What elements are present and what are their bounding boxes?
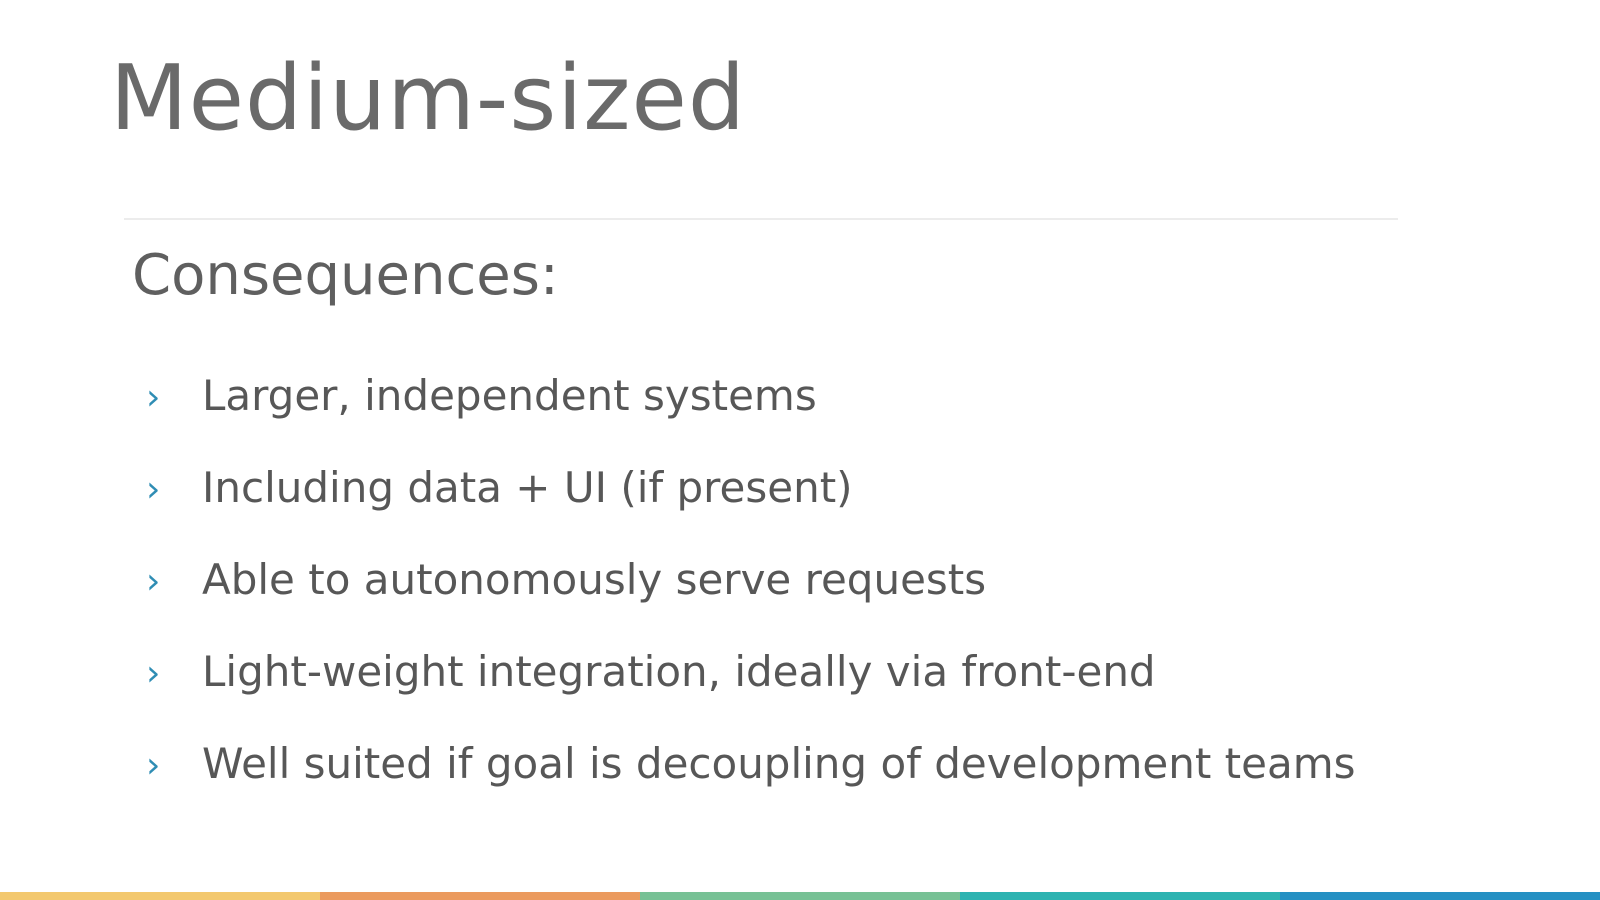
bullet-text: Light-weight integration, ideally via fr…	[202, 647, 1156, 696]
footer-color-segment	[640, 892, 960, 900]
chevron-right-icon: ›	[146, 745, 161, 786]
footer-color-segment	[960, 892, 1280, 900]
slide-title: Medium-sized	[110, 46, 746, 151]
bullet-text: Including data + UI (if present)	[202, 463, 853, 512]
bullet-text: Well suited if goal is decoupling of dev…	[202, 739, 1356, 788]
chevron-right-icon: ›	[146, 469, 161, 510]
chevron-right-icon: ›	[146, 653, 161, 694]
footer-color-segment	[0, 892, 320, 900]
bullet-text: Able to autonomously serve requests	[202, 555, 987, 604]
footer-color-segment	[1280, 892, 1600, 900]
chevron-right-icon: ›	[146, 561, 161, 602]
footer-color-bar	[0, 892, 1600, 900]
title-divider	[124, 218, 1398, 220]
list-item: › Larger, independent systems	[146, 350, 1356, 442]
bullet-text: Larger, independent systems	[202, 371, 817, 420]
list-item: › Light-weight integration, ideally via …	[146, 626, 1356, 718]
bullet-list: › Larger, independent systems › Includin…	[146, 350, 1356, 810]
list-item: › Well suited if goal is decoupling of d…	[146, 718, 1356, 810]
list-item: › Able to autonomously serve requests	[146, 534, 1356, 626]
consequences-heading: Consequences:	[132, 243, 559, 308]
list-item: › Including data + UI (if present)	[146, 442, 1356, 534]
footer-color-segment	[320, 892, 640, 900]
chevron-right-icon: ›	[146, 377, 161, 418]
